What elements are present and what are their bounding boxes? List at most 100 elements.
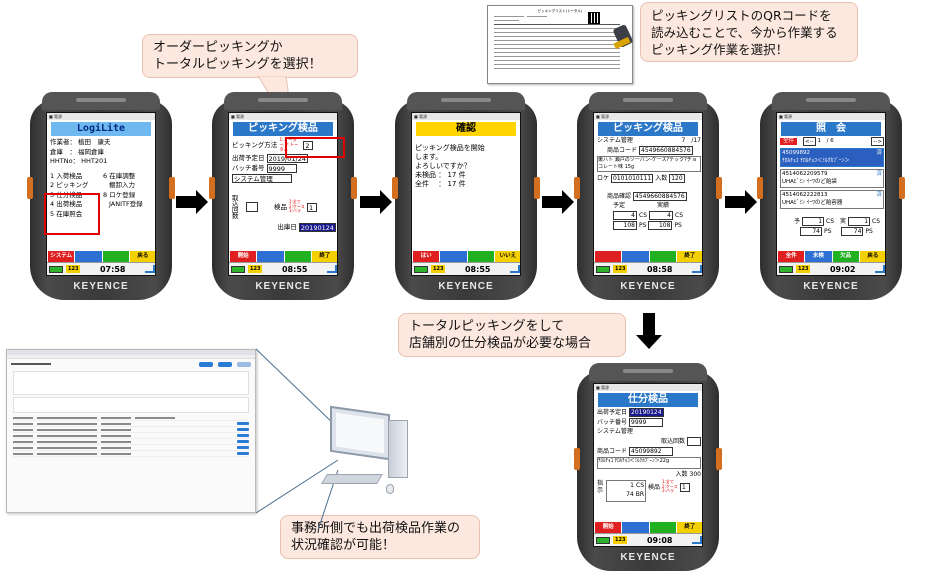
fkey-system[interactable]: システム xyxy=(48,251,75,262)
item-code: 45099892 xyxy=(782,150,810,156)
fkey-3[interactable] xyxy=(649,522,676,533)
label: 倉庫 ： xyxy=(50,147,76,156)
fkey-3[interactable] xyxy=(649,251,676,262)
fkey-2[interactable] xyxy=(622,251,649,262)
take-count-input[interactable] xyxy=(687,437,701,446)
fkey-end[interactable]: 終了 xyxy=(676,251,702,262)
method-input[interactable]: 2 xyxy=(303,141,314,150)
item-name: UHAﾋﾞﾐﾝ ｲｰﾜのど飴容器 xyxy=(782,200,843,206)
fkey-shortage[interactable]: 欠品 xyxy=(832,251,859,262)
menu-item-stock-inquiry[interactable]: 5 在庫照会 xyxy=(50,209,83,218)
date-input[interactable]: 2019/01/24 xyxy=(266,154,308,163)
highlight-picking-method xyxy=(285,137,345,158)
inspect-options: 1:全て 2:ケース 3:バラ xyxy=(662,479,678,493)
menu-item-receiving[interactable]: 1 入荷検品 xyxy=(50,171,83,180)
tab-all[interactable]: 全件 xyxy=(780,138,798,145)
result-ps[interactable]: 108 xyxy=(648,221,673,230)
fkey-2[interactable] xyxy=(440,251,467,262)
callout-select-picking: オーダーピッキングか トータルピッキングを選択！ xyxy=(142,34,358,78)
inspect-input[interactable]: 1 xyxy=(680,483,691,492)
result-ps: 74 xyxy=(841,227,864,236)
prev-button[interactable]: <-- xyxy=(803,137,816,146)
inspect-input[interactable]: 1 xyxy=(307,202,317,212)
keyence-logo: KEYENCE xyxy=(803,281,859,292)
callout-line: ピッキング作業を選択！ xyxy=(651,42,789,57)
fkey-3[interactable] xyxy=(102,251,129,262)
label: 商品コード xyxy=(597,447,628,455)
label: 予 xyxy=(794,218,801,225)
fkey-all[interactable]: 全件 xyxy=(778,251,805,262)
fkey-2[interactable] xyxy=(622,522,649,533)
callout-line: ピッキングリストのQRコードを xyxy=(651,8,832,23)
plan-ps: 108 xyxy=(613,221,637,230)
location-field[interactable]: 0101010111 xyxy=(611,174,654,183)
signal-icon xyxy=(692,265,702,273)
fkey-back[interactable]: 戻る xyxy=(859,251,885,262)
batch-input[interactable]: 9999 xyxy=(266,164,297,173)
label: 取込回数 xyxy=(660,437,685,445)
ship-date-input[interactable]: 20190124 xyxy=(298,223,336,232)
done-flag: 済 xyxy=(876,192,882,198)
indicate-cs: 1 xyxy=(630,482,634,489)
qty-in-value: 300 xyxy=(689,471,701,478)
arrow-right-icon xyxy=(542,190,574,214)
product-name: 東ハト 瀬戸のソーパン-ケース?テック?チョコレート味 15g xyxy=(597,156,701,172)
keyence-logo: KEYENCE xyxy=(255,281,311,292)
fkey-2[interactable] xyxy=(75,251,102,262)
label: 入数 xyxy=(675,471,688,478)
unit: PS xyxy=(639,221,647,229)
item-name: ﾁﾛﾙﾁｮｺ ﾁﾛﾙﾁｮｺ＜ﾐﾙｸｶﾌﾞｰﾝ＞ xyxy=(782,158,850,164)
screen-title: ピッキング検品 xyxy=(233,122,333,136)
fkey-end[interactable]: 終了 xyxy=(311,251,337,262)
next-button[interactable]: --> xyxy=(871,137,884,146)
page-indicator: 1 / 6 xyxy=(817,138,834,144)
fkey-1[interactable] xyxy=(595,251,622,262)
menu-item-jan[interactable]: JANITF登録 xyxy=(109,200,143,208)
product-code-field[interactable]: 45099892 xyxy=(629,447,674,456)
battery-icon xyxy=(231,265,245,273)
fkey-no[interactable]: いいえ xyxy=(494,251,520,262)
signal-icon xyxy=(875,265,885,273)
label: 入数 xyxy=(655,174,668,182)
picking-list-document: ピッキングリスト(トータル) xyxy=(487,5,633,84)
fkey-3[interactable] xyxy=(284,251,311,262)
result-cs[interactable]: 4 xyxy=(649,211,673,220)
batch-input[interactable]: 9999 xyxy=(629,418,664,427)
confirm-code-input[interactable]: 4549660884576 xyxy=(633,192,687,201)
callout-line: トータルピッキングを選択！ xyxy=(153,57,322,72)
arrow-right-icon xyxy=(176,190,208,214)
indicate-br: 74 xyxy=(626,491,634,498)
menu-item-location[interactable]: 8 ロケ登録 xyxy=(103,190,136,199)
screen-confirm: ■ 電源 確認 ピッキング検品を開始 します。 よろしいですか？ 未検品 ： 1… xyxy=(411,112,521,276)
system-field[interactable]: システム管理 xyxy=(232,174,292,183)
done-flag: 済 xyxy=(876,171,882,177)
fkey-end[interactable]: 終了 xyxy=(676,522,702,533)
callout-line: 読み込むことで、今から作業する xyxy=(651,25,838,40)
menu-item-picking[interactable]: 2 ピッキング xyxy=(50,181,89,189)
menu-item-shipping[interactable]: 4 出荷検品 xyxy=(50,200,83,208)
keyence-logo: KEYENCE xyxy=(438,281,494,292)
arrow-right-icon xyxy=(360,190,392,214)
input-mode-badge: 123 xyxy=(613,265,628,273)
fkey-start[interactable]: 開始 xyxy=(595,522,622,533)
clock: 09:02 xyxy=(829,264,856,274)
fkey-uninspected[interactable]: 未検 xyxy=(805,251,832,262)
fkey-back[interactable]: 戻る xyxy=(129,251,155,262)
fkey-yes[interactable]: はい xyxy=(413,251,440,262)
label: 商品コード xyxy=(607,146,638,154)
label: 出荷予定日 xyxy=(597,408,628,416)
product-code-field[interactable]: 4549660884576 xyxy=(639,146,693,155)
take-count-input[interactable] xyxy=(246,202,258,212)
fkey-start[interactable]: 開始 xyxy=(230,251,257,262)
fkey-3[interactable] xyxy=(467,251,494,262)
fkey-2[interactable] xyxy=(257,251,284,262)
date-input[interactable]: 20190124 xyxy=(629,408,664,417)
unit: PS xyxy=(674,221,682,229)
callout-office-status: 事務所側でも出荷検品作業の 状況確認が可能！ xyxy=(280,515,480,559)
qty-in-field[interactable]: 120 xyxy=(669,174,685,183)
menu-item-inventory[interactable]: 棚卸入力 xyxy=(109,181,135,189)
menu-item-stock-adjust[interactable]: 6 在庫調整 xyxy=(103,171,136,180)
